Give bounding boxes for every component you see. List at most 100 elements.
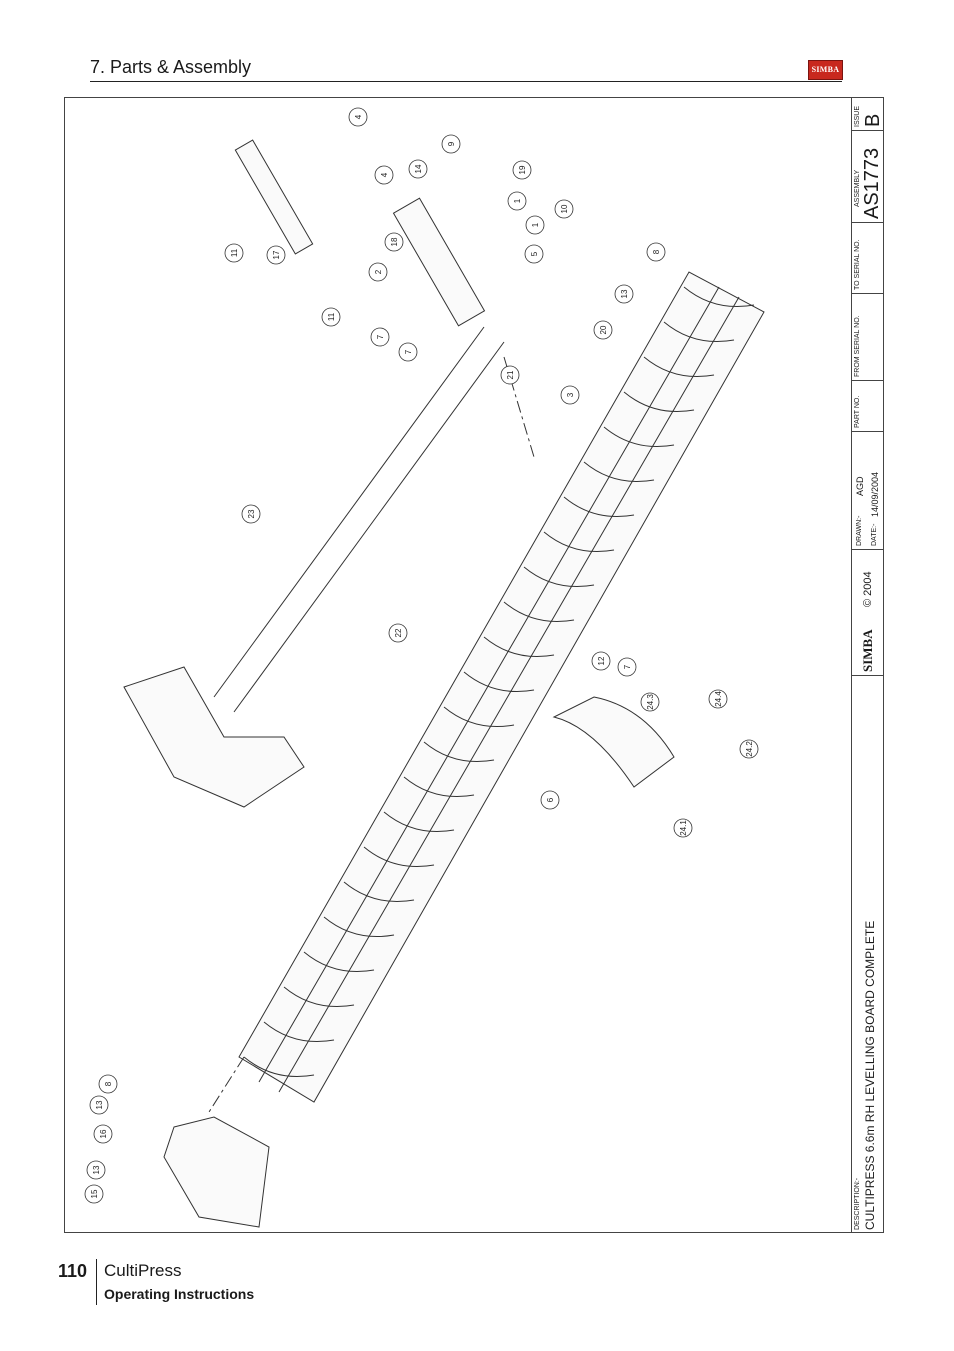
callout-label: 23	[247, 509, 256, 518]
callout-13: 13	[614, 284, 634, 304]
callout-7: 7	[370, 327, 390, 347]
to-serial-label: TO SERIAL NO.	[854, 239, 861, 290]
callout-label: 21	[506, 370, 515, 379]
callout-2: 2	[368, 262, 388, 282]
callout-14: 14	[408, 159, 428, 179]
callout-17: 17	[266, 245, 286, 265]
callout-label: 16	[99, 1129, 108, 1138]
callout-label: 20	[599, 325, 608, 334]
header-rule	[90, 81, 842, 82]
page-number: 110	[58, 1261, 88, 1281]
callout-label: 8	[104, 1081, 113, 1086]
callout-16: 16	[93, 1124, 113, 1144]
from-serial-label: FROM SERIAL NO.	[854, 315, 861, 377]
copyright: © 2004	[862, 571, 874, 607]
section-title: 7. Parts & Assembly	[90, 57, 252, 77]
callout-label: 7	[404, 349, 413, 354]
issue-label: ISSUE	[854, 105, 861, 127]
callout-18: 18	[384, 232, 404, 252]
tine-row	[243, 286, 755, 1078]
callout-20: 20	[593, 320, 613, 340]
callout-4: 4	[374, 165, 394, 185]
simba-logo: SIMBA	[808, 60, 843, 80]
callout-7: 7	[398, 342, 418, 362]
document-subtitle: Operating Instructions	[104, 1286, 255, 1302]
callout-11: 11	[321, 307, 341, 327]
board-edge	[258, 286, 720, 1083]
callout-label: 24.1	[679, 820, 688, 836]
callout-label: 24.3	[646, 694, 655, 710]
callout-10: 10	[554, 199, 574, 219]
callout-13: 13	[89, 1095, 109, 1115]
product-name: CultiPress	[104, 1261, 182, 1280]
callout-15: 15	[84, 1184, 104, 1204]
top-link	[234, 139, 314, 255]
footer-divider	[96, 1259, 97, 1305]
description-label: DESCRIPTION:-	[854, 1177, 861, 1230]
description-value: CULTIPRESS 6.6m RH LEVELLING BOARD COMPL…	[863, 920, 877, 1230]
callout-label: 5	[530, 251, 539, 256]
centre-line-bottom	[208, 1056, 245, 1113]
callout-3: 3	[560, 385, 580, 405]
callout-7: 7	[617, 657, 637, 677]
title-block: ISSUE B ASSEMBLY AS1773 TO SERIAL NO. FR…	[851, 97, 884, 1233]
left-bracket	[123, 666, 305, 808]
callout-label: 13	[95, 1100, 104, 1109]
brand-mark: SIMBA	[860, 629, 875, 672]
assembly-label: ASSEMBLY	[854, 169, 861, 207]
callout-21: 21	[500, 365, 520, 385]
date-label: DATE:-	[871, 523, 878, 546]
exploded-tine	[552, 696, 675, 788]
callout-label: 14	[414, 164, 423, 173]
callout-label: 24.2	[745, 741, 754, 757]
callout-label: 13	[92, 1165, 101, 1174]
callout-1: 1	[507, 191, 527, 211]
callout-23: 23	[241, 504, 261, 524]
callout-label: 1	[531, 222, 540, 227]
callout-label: 1	[513, 198, 522, 203]
tb-divider	[852, 130, 884, 131]
logo-text: SIMBA	[811, 65, 840, 74]
tb-divider	[852, 293, 884, 294]
tb-divider	[852, 431, 884, 432]
callout-label: 12	[597, 656, 606, 665]
end-plate	[163, 1116, 270, 1228]
callout-label: 8	[652, 249, 661, 254]
callout-4: 4	[348, 107, 368, 127]
callout-label: 2	[374, 269, 383, 274]
callout-label: 13	[620, 289, 629, 298]
callout-24-2: 24.2	[739, 739, 759, 759]
callout-8: 8	[98, 1074, 118, 1094]
callout-1: 1	[525, 215, 545, 235]
callout-19: 19	[512, 160, 532, 180]
callout-label: 15	[90, 1189, 99, 1198]
callout-label: 11	[327, 312, 336, 321]
callout-label: 7	[623, 664, 632, 669]
callout-label: 6	[546, 797, 555, 802]
upper-bracket	[392, 197, 486, 327]
callout-label: 22	[394, 628, 403, 637]
part-no-label: PART NO.	[854, 395, 861, 428]
callout-11: 11	[224, 243, 244, 263]
callout-22: 22	[388, 623, 408, 643]
callout-label: 4	[380, 172, 389, 177]
callout-label: 24.4	[714, 691, 723, 707]
tb-divider	[852, 549, 884, 550]
callout-label: 7	[376, 334, 385, 339]
callout-label: 9	[447, 141, 456, 146]
shaft-edge	[233, 341, 505, 713]
callout-24-3: 24.3	[640, 692, 660, 712]
callout-8: 8	[646, 242, 666, 262]
tb-divider	[852, 675, 884, 676]
callout-label: 3	[566, 392, 575, 397]
callout-24-4: 24.4	[708, 689, 728, 709]
callout-label: 19	[518, 165, 527, 174]
levelling-board-assembly	[123, 139, 765, 1228]
callout-6: 6	[540, 790, 560, 810]
callout-label: 18	[390, 237, 399, 246]
date-value: 14/09/2004	[870, 471, 880, 517]
tb-divider	[852, 380, 884, 381]
callout-label: 4	[354, 114, 363, 119]
